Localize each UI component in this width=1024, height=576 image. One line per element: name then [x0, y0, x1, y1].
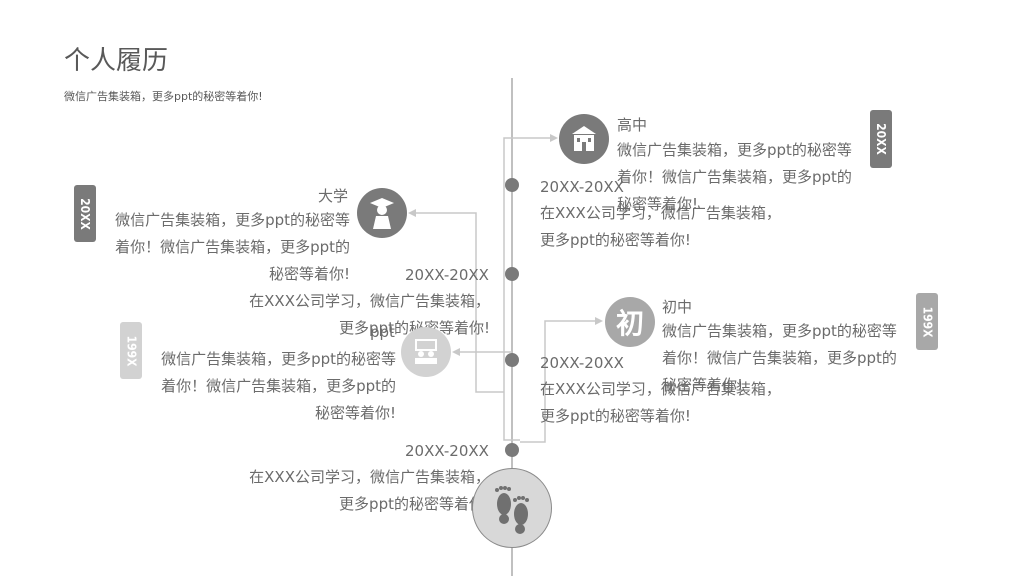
entry-date: 20XX-20XX — [405, 266, 489, 284]
timeline-dot — [505, 178, 519, 192]
stage-description-primary: 微信广告集装箱，更多ppt的秘密等 着你！微信广告集装箱，更多ppt的 秘密等着… — [158, 346, 396, 427]
connector-university — [412, 212, 504, 393]
description-line: 着你！微信广告集装箱，更多ppt的 — [161, 377, 396, 395]
entry-description: 在XXX公司学习，微信广告集装箱， 更多ppt的秘密等着你! — [235, 464, 490, 518]
entry-line: 更多ppt的秘密等着你! — [540, 231, 691, 249]
description-line: 微信广告集装箱，更多ppt的秘密等 — [161, 350, 396, 368]
description-line: 微信广告集装箱，更多ppt的秘密等 — [115, 211, 350, 229]
description-line: 着你！微信广告集装箱，更多ppt的 — [115, 238, 350, 256]
stage-description-junior-high: 微信广告集装箱，更多ppt的秘密等 着你！微信广告集装箱，更多ppt的 秘密等着… — [662, 318, 897, 399]
year-tag-primary: 199X — [120, 322, 142, 379]
description-line: 秘密等着你! — [662, 376, 744, 394]
entry-line: 在XXX公司学习，微信广告集装箱， — [540, 204, 781, 222]
year-tag-junior-high: 199X — [916, 293, 938, 350]
stage-label-university: 大学 — [318, 187, 349, 205]
year-tag-text: 199X — [920, 306, 934, 337]
entry-description: 在XXX公司学习，微信广告集装箱， 更多ppt的秘密等着你! — [235, 288, 490, 342]
entry-description: 在XXX公司学习，微信广告集装箱， 更多ppt的秘密等着你! — [540, 200, 781, 254]
description-line: 微信广告集装箱，更多ppt的秘密等 — [662, 322, 897, 340]
stage-description-university: 微信广告集装箱，更多ppt的秘密等 着你！微信广告集装箱，更多ppt的 秘密等着… — [112, 207, 350, 288]
timeline-dot — [505, 267, 519, 281]
year-tag-text: 20XX — [78, 197, 92, 230]
page-subtitle: 微信广告集装箱，更多ppt的秘密等着你! — [64, 90, 263, 103]
year-tag-high-school: 20XX — [870, 110, 892, 168]
description-line: 秘密等着你! — [314, 404, 396, 422]
stage-description-high-school: 微信广告集装箱，更多ppt的秘密等 着你！微信广告集装箱，更多ppt的 秘密等着… — [617, 137, 852, 218]
page-title: 个人履历 — [64, 46, 169, 76]
description-line: 着你！微信广告集装箱，更多ppt的 — [617, 168, 852, 186]
stage-label-high-school: 高中 — [617, 116, 648, 134]
entry-date: 20XX-20XX — [540, 178, 624, 196]
year-tag-text: 199X — [124, 335, 138, 366]
entry-date: 20XX-20XX — [540, 354, 624, 372]
graduate-icon — [357, 188, 407, 238]
year-tag-text: 20XX — [874, 123, 888, 155]
timeline-dot — [505, 353, 519, 367]
entry-date: 20XX-20XX — [405, 442, 489, 460]
entry-line: 更多ppt的秘密等着你! — [339, 319, 490, 337]
year-tag-university: 20XX — [74, 185, 96, 242]
connector-junior-high — [520, 320, 600, 443]
description-line: 秘密等着你! — [268, 265, 350, 283]
entry-line: 在XXX公司学习，微信广告集装箱， — [249, 468, 490, 486]
entry-line: 更多ppt的秘密等着你! — [339, 495, 490, 513]
stage-label-junior-high: 初中 — [662, 298, 693, 316]
stage-label-primary: ppt — [370, 323, 395, 341]
description-line: 微信广告集装箱，更多ppt的秘密等 — [617, 141, 852, 159]
connector-high-school — [503, 137, 556, 441]
entry-description: 在XXX公司学习，微信广告集装箱， 更多ppt的秘密等着你! — [540, 376, 781, 430]
entry-line: 在XXX公司学习，微信广告集装箱， — [249, 292, 490, 310]
description-line: 秘密等着你! — [617, 195, 699, 213]
entry-line: 更多ppt的秘密等着你! — [540, 407, 691, 425]
footprints-icon — [472, 468, 552, 548]
icon-glyph: 初 — [615, 307, 644, 340]
description-line: 着你！微信广告集装箱，更多ppt的 — [662, 349, 897, 367]
classroom-icon — [401, 327, 451, 377]
timeline-dot — [505, 443, 519, 457]
school-building-icon — [559, 114, 609, 164]
chu-character-icon: 初 — [605, 297, 655, 347]
entry-line: 在XXX公司学习，微信广告集装箱， — [540, 380, 781, 398]
